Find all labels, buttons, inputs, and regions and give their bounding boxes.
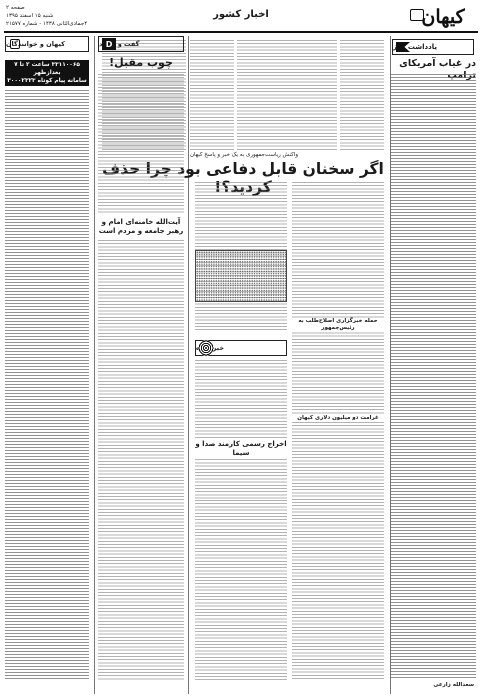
editorial-body-text — [390, 74, 476, 680]
editorial-tag-label: یادداشت روز — [393, 43, 437, 51]
readers-sms: سامانه پیام کوتاه ۳۰۰۰۲۳۲۳ — [7, 78, 87, 84]
special-news-tag: خبر ویژه — [195, 340, 287, 356]
phone-icon — [10, 39, 20, 49]
dialogue-tag: D گفت و شنود — [98, 36, 184, 52]
issue-page-number: صفحه ۲ — [6, 5, 25, 11]
readers-contact-box: ۳۳۱۱۰۰۶۵ ساعت ۲ تا ۷ بعدازظهر سامانه پیا… — [5, 60, 89, 86]
dialogue-sub-headline: آیت‌الله خامنه‌ای امام و رهبر جامعه و مر… — [98, 218, 184, 235]
special-news-headline: اخراج رسمی کارمند صدا و سیما — [195, 440, 287, 458]
newspaper-logo: کیهان — [410, 3, 476, 31]
issue-info: صفحه ۲ شنبه ۱۵ اسفند ۱۳۹۵ ۴جمادی‌الثانی … — [6, 4, 87, 28]
main-story-kicker: واکنش ریاست‌جمهوری به یک خبر و پاسخ کیها… — [189, 152, 299, 158]
readers-tag: کیهان و خوانندگان — [5, 36, 89, 52]
main-story-intro-text — [237, 40, 337, 150]
editorial-flag-icon — [396, 42, 410, 52]
sub-headline: حمله خبرگزاری اصلاح‌طلب به رئیس‌جمهور — [292, 318, 384, 332]
readers-phone: ۳۳۱۱۰۰۶۵ ساعت ۲ تا ۷ بعدازظهر — [14, 62, 80, 76]
issue-date: شنبه ۱۵ اسفند ۱۳۹۵ — [6, 13, 54, 19]
logo-emblem-icon — [410, 9, 424, 21]
dialogue-headline: چوب مقبل! — [109, 56, 173, 69]
dialogue-body-text — [98, 74, 184, 214]
editorial-signature: سعدالله زارعی — [433, 682, 474, 688]
section-title: اخبار کشور — [213, 9, 269, 20]
editorial-tag: یادداشت روز — [392, 39, 474, 55]
issue-number: ۴جمادی‌الثانی ۱۴۳۸ - شماره ۲۱۵۷۷ — [6, 21, 88, 27]
main-story-intro-text — [190, 40, 234, 150]
column-divider — [94, 36, 95, 694]
sub-headline-text: غرامت دو میلیون دلاری کیهان — [297, 415, 379, 421]
main-story-intro-text — [340, 40, 384, 150]
main-story-body-text — [292, 182, 384, 680]
special-news-text — [195, 360, 287, 500]
dialogue-body-text — [98, 240, 184, 680]
column-divider — [188, 36, 189, 694]
readers-label: کیهان و خوانندگان — [6, 40, 65, 48]
dialogue-label: گفت و شنود — [99, 40, 140, 48]
logo-text: کیهان — [421, 6, 465, 28]
special-news-text — [195, 500, 287, 680]
news-photo — [195, 250, 287, 302]
sub-headline: غرامت دو میلیون دلاری کیهان — [292, 415, 384, 422]
readers-messages-text — [5, 90, 89, 680]
sub-headline-text: حمله خبرگزاری اصلاح‌طلب به رئیس‌جمهور — [298, 318, 378, 331]
spiral-icon — [198, 340, 214, 356]
dialogue-icon: D — [102, 38, 116, 50]
masthead: کیهان اخبار کشور صفحه ۲ شنبه ۱۵ اسفند ۱۳… — [4, 3, 478, 33]
